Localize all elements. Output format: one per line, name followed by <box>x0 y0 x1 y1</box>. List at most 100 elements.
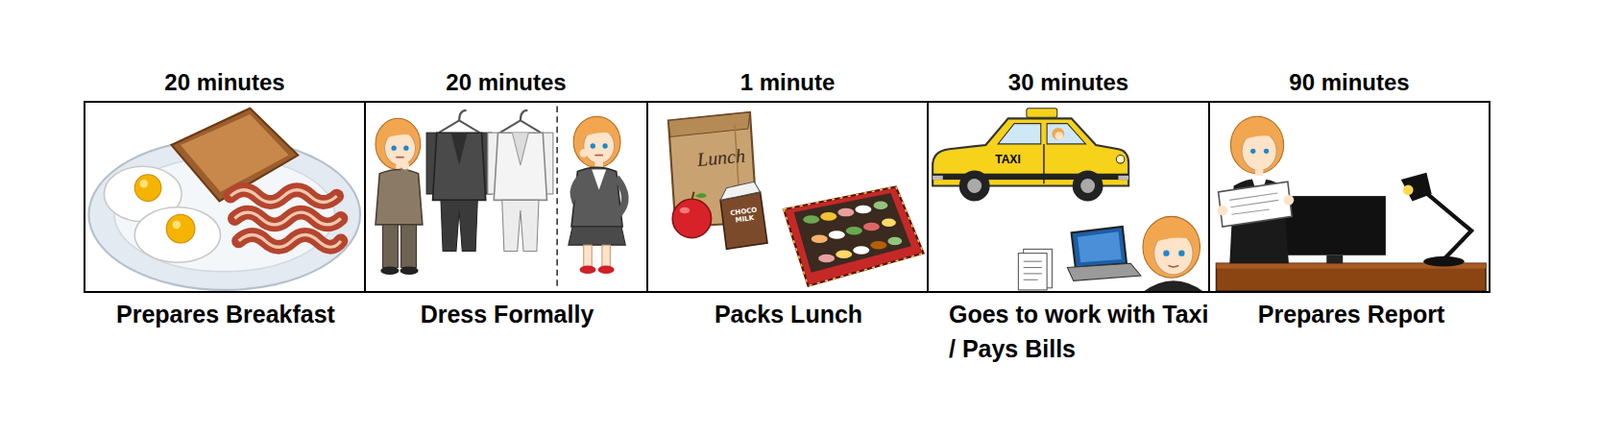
breakfast-plate-part <box>172 220 182 230</box>
dressing-figures-part <box>580 265 597 274</box>
dressing-figures-part <box>578 125 620 140</box>
dressing-figures-part <box>451 132 468 166</box>
taxi-and-laptop-part <box>1142 216 1201 278</box>
lunch-items <box>668 112 924 287</box>
dressing-figures-part <box>401 224 417 268</box>
breakfast-plate-part <box>134 174 162 202</box>
breakfast-plate-part <box>134 207 220 263</box>
office-scene-part <box>1236 127 1285 144</box>
lunch-items-part <box>672 198 711 238</box>
dressing-figures-part <box>404 167 415 202</box>
dressing-figures-part <box>591 169 607 190</box>
office-scene-part <box>1326 255 1343 265</box>
lunch-items-part <box>720 181 760 200</box>
taxi-and-laptop-part <box>1080 178 1095 194</box>
duration-label: 30 minutes <box>909 69 1228 97</box>
breakfast-plate-part <box>230 190 338 203</box>
step-panel: 1 minutePacks Lunch <box>646 100 929 293</box>
step-label: Dress Formally <box>354 296 660 332</box>
breakfast-plate <box>88 108 361 291</box>
breakfast-plate-part <box>234 212 341 225</box>
dressing-figures-part <box>602 244 611 267</box>
dressing-figures-part <box>390 145 396 150</box>
taxi-and-laptop-part <box>1142 280 1205 292</box>
dressing-figures-part <box>379 127 421 142</box>
dressing-figures-part <box>382 224 398 268</box>
dressing-figures-part <box>433 132 486 200</box>
lunch-items-part-part <box>818 254 835 264</box>
taxi-and-laptop-part <box>1147 227 1199 245</box>
lunch-items-part-part <box>863 222 880 232</box>
dressing-figures-part <box>500 120 542 133</box>
lunch-items-part <box>695 193 708 198</box>
breakfast-plate-part <box>140 179 149 189</box>
taxi-and-laptop-part <box>1178 249 1185 256</box>
taxi-and-laptop-part <box>1023 272 1043 274</box>
lunch-items-part <box>720 192 768 250</box>
step-panel: 30 minutesGoes to work with Taxi / Pays … <box>926 100 1211 293</box>
dressing-figures-part <box>395 156 405 159</box>
lunch-items-part <box>783 187 924 287</box>
office-scene-part <box>1217 205 1229 217</box>
dressing-figures-part <box>440 199 478 251</box>
taxi-and-laptop-part <box>1168 265 1180 267</box>
dressing-figures-part <box>602 143 607 148</box>
taxi-and-laptop-part <box>1046 123 1086 145</box>
office-scene-part <box>1229 193 1278 200</box>
office-scene-part <box>1216 263 1487 291</box>
picture-text: TAXI <box>981 152 1035 167</box>
taxi-and-laptop-part <box>997 123 1042 145</box>
taxi-and-laptop-part <box>1118 175 1130 180</box>
dressing-figures-part <box>375 169 423 224</box>
picture-text: Lunch <box>696 143 764 171</box>
duration-label: 1 minute <box>629 69 946 97</box>
lunch-items-part <box>783 187 924 287</box>
lunch-items-part-part <box>820 212 837 221</box>
taxi-and-laptop-part <box>1023 266 1043 268</box>
taxi-and-laptop-part <box>959 170 991 202</box>
breakfast-plate-part <box>239 235 341 248</box>
office-scene-part <box>1403 184 1414 195</box>
taxi-and-laptop-part <box>1023 261 1043 263</box>
step-label: Prepares Breakfast <box>73 296 378 332</box>
dressing-figures-part <box>571 167 623 227</box>
taxi-and-laptop-part <box>1071 226 1127 268</box>
office-scene-part <box>1250 148 1256 154</box>
office-scene-part <box>1231 209 1269 215</box>
taxi-and-laptop-part <box>1077 231 1122 263</box>
taxi-and-laptop-part <box>1115 155 1125 165</box>
dressing-figures-part <box>400 266 419 275</box>
office-scene-part <box>1401 172 1432 202</box>
office-scene-part <box>1230 116 1284 174</box>
lunch-items-part-part <box>846 226 863 236</box>
dressing-figures-part <box>583 244 593 267</box>
dressing-figures-part <box>459 110 466 122</box>
dressing-figures-part <box>401 161 411 170</box>
dressing-figures-part <box>594 154 604 157</box>
dressing-figures-part <box>502 199 539 251</box>
lunch-items-part <box>668 112 751 138</box>
lunch-items-part-part <box>873 200 889 210</box>
lunch-items-part-part <box>854 205 872 215</box>
dressing-figures-part <box>598 265 615 274</box>
dressing-figures-part <box>380 266 399 275</box>
dressing-figures-part <box>616 177 626 215</box>
breakfast-plate-part <box>180 114 290 193</box>
taxi-and-laptop-part <box>932 175 944 180</box>
step-panel: 20 minutesPrepares Breakfast <box>83 100 366 293</box>
lunch-items-part <box>802 200 902 263</box>
step-panel: 20 minutesDress Formally <box>363 100 649 293</box>
lunch-items-part-part <box>802 215 820 224</box>
lunch-items-part <box>691 192 694 201</box>
lunch-items-part-part <box>828 230 846 240</box>
dressing-figures-part <box>556 106 558 290</box>
office-scene-part <box>1230 199 1279 207</box>
office-scene-part <box>1218 181 1293 227</box>
taxi-and-laptop-part <box>1055 131 1065 141</box>
lunch-items-part-part <box>835 249 852 259</box>
dressing-figures-part <box>438 120 481 133</box>
taxi-and-laptop-part <box>967 178 982 194</box>
taxi-and-laptop-part <box>1066 263 1141 281</box>
dressing-figures-part <box>520 110 528 122</box>
